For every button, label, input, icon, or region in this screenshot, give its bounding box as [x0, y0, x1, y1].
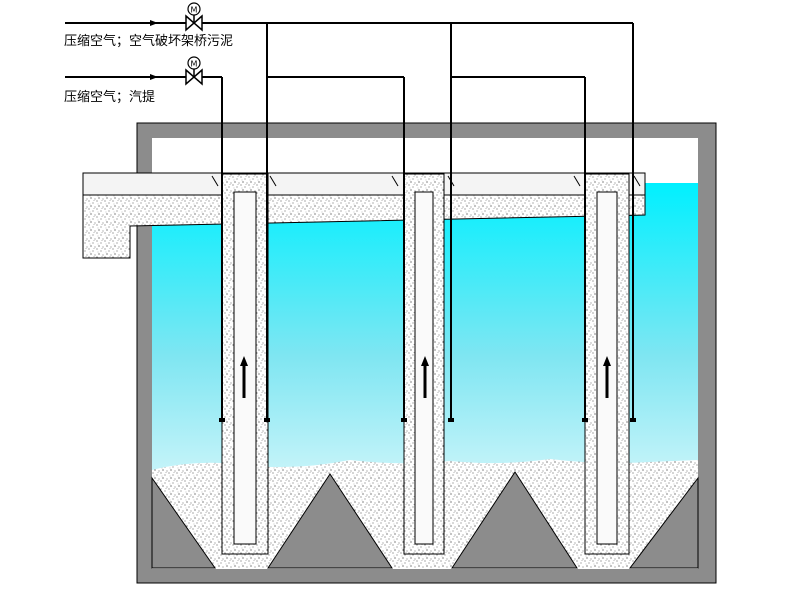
air-line-2-label: 压缩空气；汽提	[64, 90, 156, 105]
hopper-cone-1	[267, 473, 393, 569]
flow-arrow-up-icon	[240, 356, 248, 398]
walkway-top-band	[82, 172, 646, 196]
valve-icon[interactable]: M	[185, 2, 203, 32]
valve-icon[interactable]: M	[185, 56, 203, 86]
hopper-cone-2	[451, 471, 578, 569]
vent-marks	[211, 175, 641, 187]
flow-arrow-up-icon	[421, 356, 429, 398]
motor-icon	[187, 56, 201, 70]
hopper-cone-left	[151, 476, 216, 569]
motor-icon	[187, 2, 201, 16]
motor-letter: M	[191, 60, 198, 69]
hopper-cone-right	[628, 476, 699, 569]
air-line-2-pipes	[65, 76, 586, 420]
motor-letter: M	[191, 6, 198, 15]
air-line-1-pipes	[65, 22, 634, 420]
flow-arrow-up-icon	[603, 356, 611, 398]
air-line-1-label: 压缩空气；空气破坏架桥污泥	[64, 34, 234, 49]
